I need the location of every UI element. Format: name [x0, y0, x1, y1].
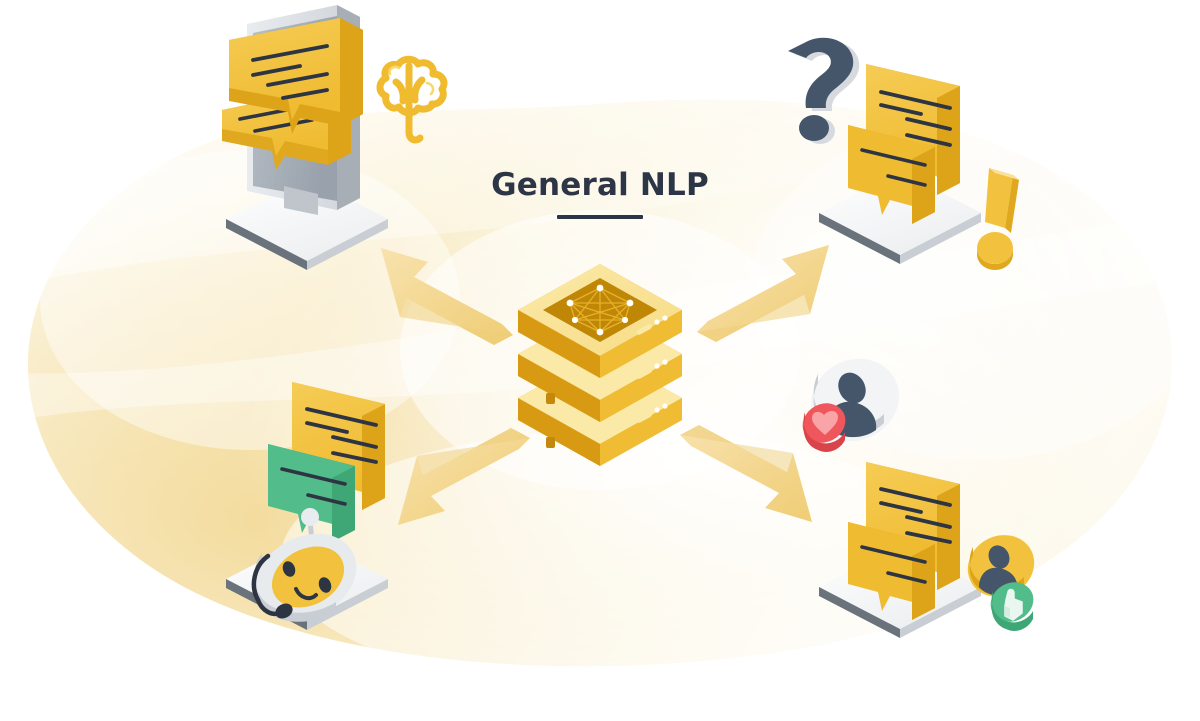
- neural-network-diamond-icon: [543, 278, 657, 342]
- thumbs-up-badge-icon: [990, 582, 1034, 631]
- heart-badge-icon: [802, 403, 846, 452]
- chat-bubble-yellow-small: [848, 522, 935, 620]
- smartphone-chat-node: [222, 5, 448, 270]
- avatar-white-disc: [802, 358, 899, 452]
- chat-bubble-yellow: [229, 18, 363, 134]
- robot-face-icon: [251, 508, 357, 622]
- chatbot-node: [226, 382, 388, 630]
- arrow-bottom-left: [398, 428, 530, 525]
- arrow-top-right: [697, 245, 829, 342]
- server-stack: [518, 264, 682, 466]
- connector-arrows: [381, 245, 829, 525]
- brain-icon-highlight: [388, 65, 435, 96]
- chat-bubble-green: [268, 444, 355, 542]
- arrow-bottom-right: [680, 425, 812, 522]
- chat-bubble-yellow-small: [848, 125, 935, 224]
- avatar-yellow-disc: [967, 535, 1035, 631]
- question-mark-icon: [788, 37, 860, 144]
- user-feedback-node: [802, 358, 1035, 638]
- question-answer-node: [788, 37, 1019, 270]
- arrow-top-left: [381, 248, 513, 345]
- exclamation-mark-icon: [977, 168, 1019, 270]
- brain-icon: [376, 55, 448, 144]
